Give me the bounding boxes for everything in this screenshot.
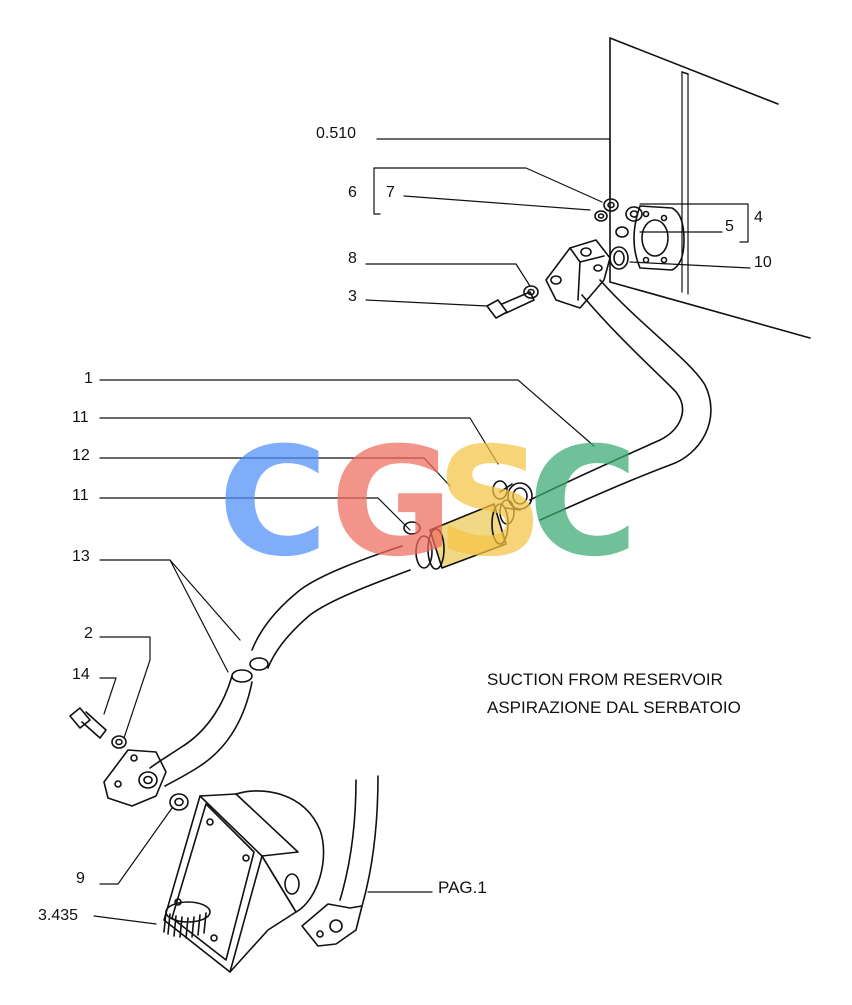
ref-4: 4 xyxy=(754,209,763,226)
hydraulic-pump xyxy=(163,790,325,973)
reservoir-wall xyxy=(609,37,811,339)
washer-9 xyxy=(169,793,189,811)
upper-fasteners xyxy=(594,198,643,270)
bolt-3-washer-8 xyxy=(486,285,539,319)
hose-13 xyxy=(149,545,411,787)
ref-5: 5 xyxy=(725,218,734,235)
leader-lines xyxy=(93,138,751,925)
ref-0510: 0.510 xyxy=(316,125,357,142)
ref-10: 10 xyxy=(754,254,772,271)
ref-7: 7 xyxy=(386,184,395,201)
ref-6: 6 xyxy=(348,184,357,201)
ref-8: 8 xyxy=(348,250,357,267)
clamp-11-upper xyxy=(492,480,515,525)
ref-11-lower: 11 xyxy=(72,487,89,504)
ref-9: 9 xyxy=(76,870,85,887)
ref-2: 2 xyxy=(84,625,93,642)
upper-pipe-flange xyxy=(545,239,611,309)
filter-element-12 xyxy=(403,503,509,570)
ref-3435: 3.435 xyxy=(38,907,79,924)
bolt-14-washer-2 xyxy=(69,707,127,749)
watermark-letter-s: S xyxy=(436,416,545,590)
suction-pipe-1 xyxy=(529,279,712,521)
ref-13: 13 xyxy=(72,548,90,565)
ref-1: 1 xyxy=(84,370,93,387)
ref-12: 12 xyxy=(72,447,90,464)
adjacent-pipe-pag1 xyxy=(301,775,379,947)
watermark-letter-c2: C xyxy=(528,416,639,590)
caption-english: SUCTION FROM RESERVOIR xyxy=(487,670,723,689)
watermark-letter-c1: C xyxy=(218,416,329,590)
caption-italian: ASPIRAZIONE DAL SERBATOIO xyxy=(487,698,741,717)
lower-pipe-flange xyxy=(103,749,167,807)
reservoir-flange xyxy=(633,205,685,271)
ref-11-upper: 11 xyxy=(72,409,89,426)
ref-14: 14 xyxy=(72,666,90,683)
ref-3: 3 xyxy=(348,288,357,305)
ref-pag1: PAG.1 xyxy=(438,878,487,897)
watermark-letter-g: G xyxy=(330,416,454,590)
